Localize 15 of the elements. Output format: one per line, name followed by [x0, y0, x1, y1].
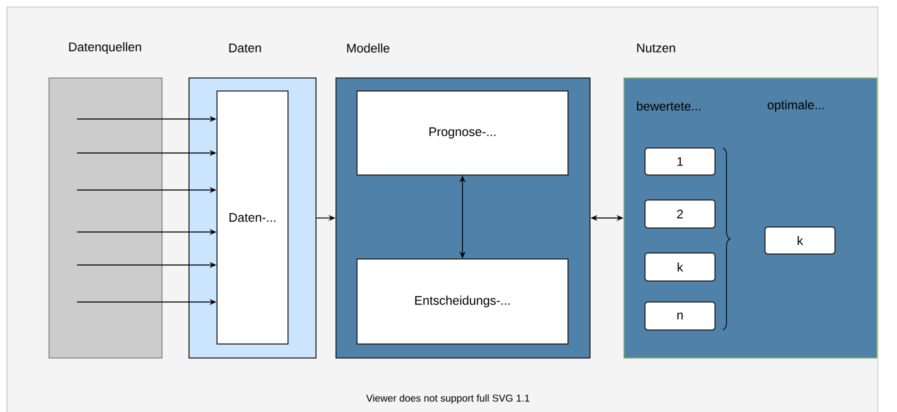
option-box: k [764, 226, 836, 254]
column-heading: Datenquellen [69, 42, 141, 54]
option-box: 2 [644, 200, 716, 228]
section-label: bewertete... [637, 101, 700, 111]
option-box: 1 [644, 148, 716, 176]
process-box: Prognose-... [356, 90, 568, 176]
column-heading: Modelle [347, 43, 390, 53]
column-heading: Daten [229, 44, 261, 52]
option-box: k [644, 252, 716, 282]
note-text: Viewer does not support full SVG 1.1 [366, 394, 530, 404]
column-heading: Nutzen [637, 44, 675, 52]
option-box: n [644, 302, 716, 330]
section-label: optimale... [768, 100, 824, 112]
process-box: Daten-... [216, 90, 288, 344]
process-box: Entscheidungs-... [356, 258, 568, 344]
